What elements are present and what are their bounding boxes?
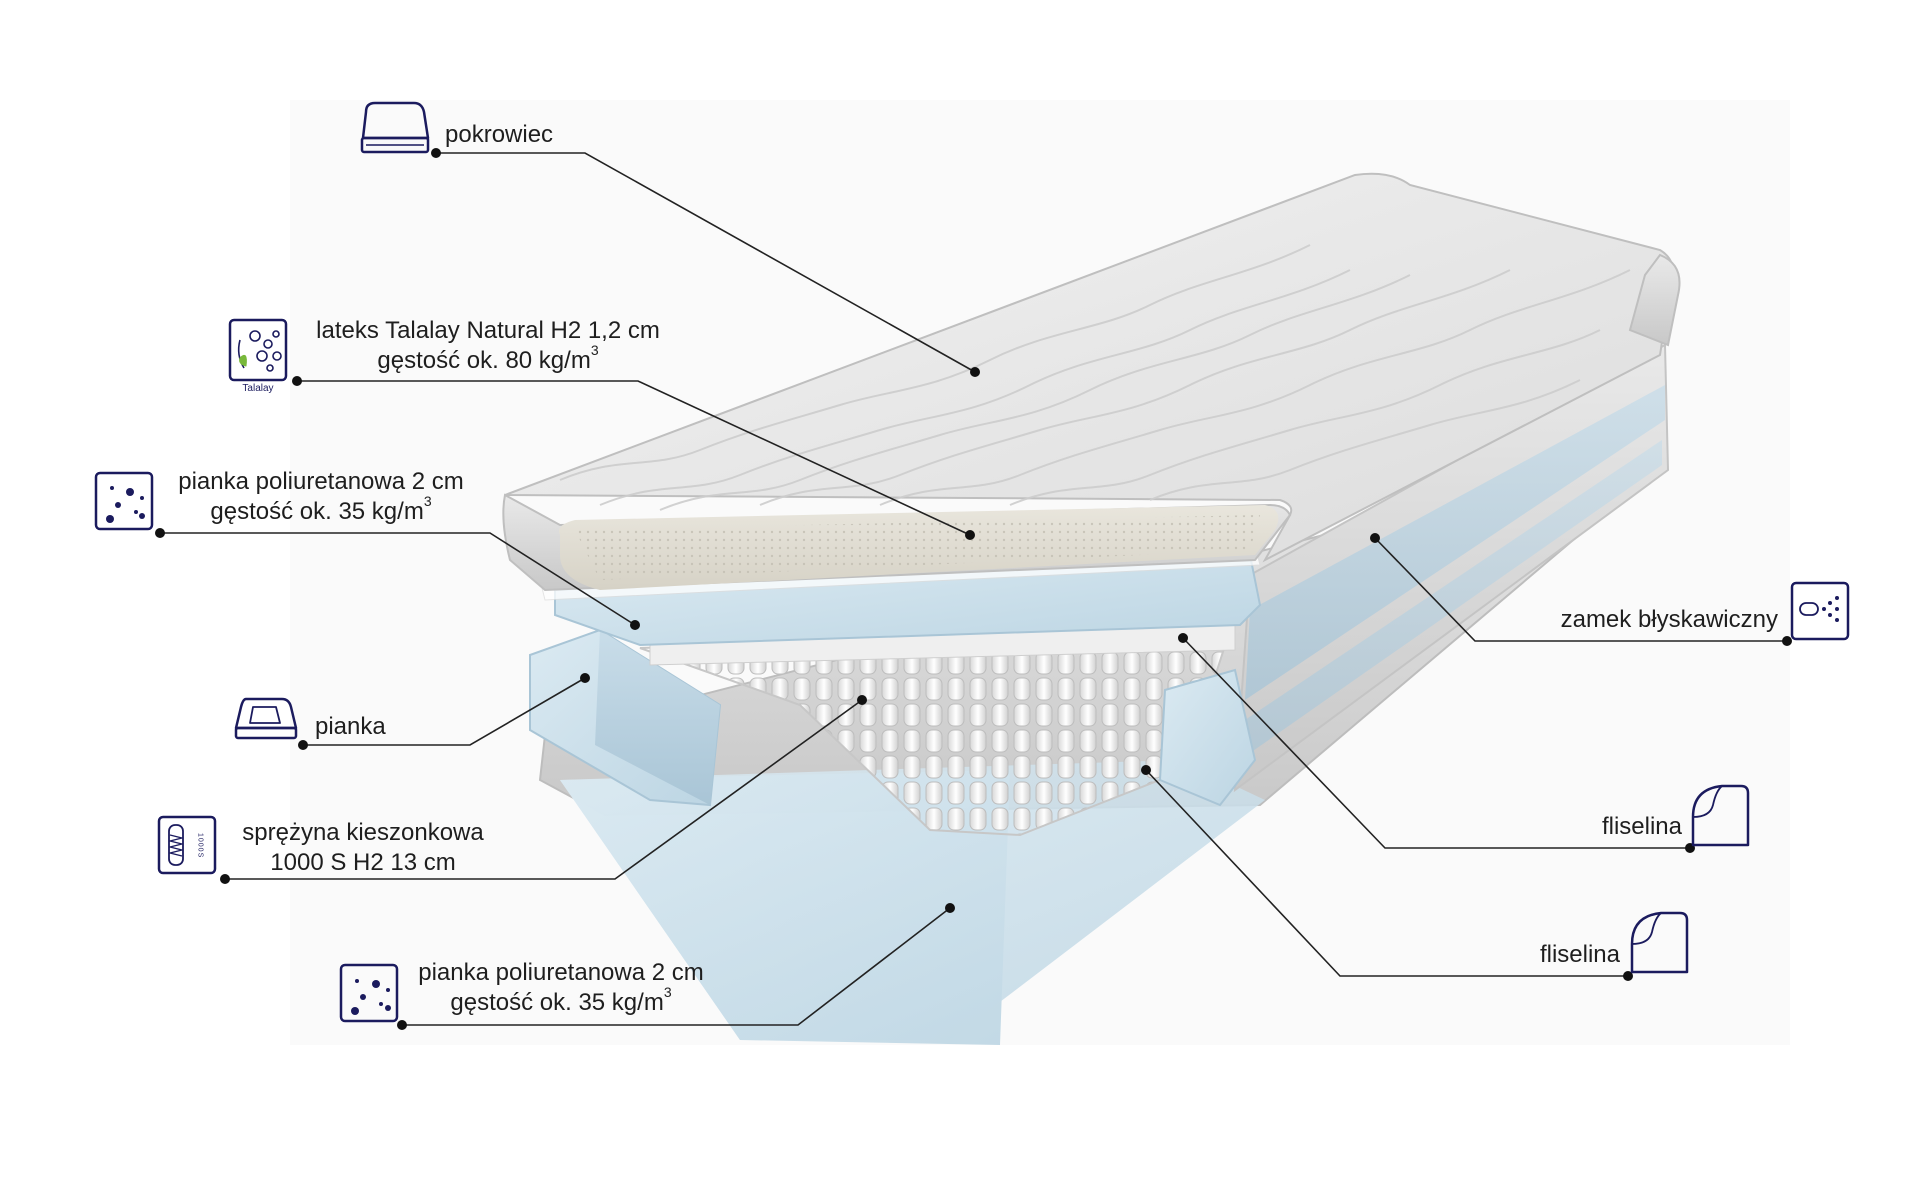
leader-fliselina-1: [1182, 637, 1690, 849]
label-lateks: lateks Talalay Natural H2 1,2 cm gęstość…: [300, 316, 676, 376]
quilting-pattern: [559, 244, 1631, 511]
label-pianka-top-line1: pianka poliuretanowa 2 cm: [178, 468, 464, 495]
pocket-spring-icon: [157, 815, 217, 875]
label-pianka-text: pianka: [315, 713, 386, 740]
label-sprezyna-line2: 1000 S H2 13 cm: [270, 849, 456, 876]
fleece-sheet-icon-2: [1630, 911, 1689, 974]
leader-pianka-top: [160, 532, 636, 626]
mattress-cover-icon: [360, 101, 430, 154]
label-pianka-bottom-line1: pianka poliuretanowa 2 cm: [418, 959, 704, 986]
label-pianka-bottom: pianka poliuretanowa 2 cm gęstość ok. 35…: [408, 958, 714, 1018]
dot-pianka-top-target: [630, 620, 640, 630]
foam-side-stripe: [1245, 385, 1665, 700]
dot-pianka-top-label: [155, 528, 165, 538]
dot-pokrowiec-label: [431, 148, 441, 158]
leader-zamek: [1374, 537, 1787, 642]
dot-sprezyna-label: [220, 874, 230, 884]
dot-pianka-bottom-target: [945, 903, 955, 913]
label-pianka: pianka: [315, 712, 386, 742]
dot-lateks-label: [292, 376, 302, 386]
foam-dots-icon: [94, 471, 154, 531]
dot-fliselina-1-target: [1178, 633, 1188, 643]
dot-pianka-target: [580, 673, 590, 683]
label-pokrowiec-text: pokrowiec: [445, 121, 554, 148]
dot-fliselina-2-target: [1141, 765, 1151, 775]
talalay-badge-text: Talalay: [242, 383, 273, 394]
label-sprezyna: sprężyna kieszonkowa 1000 S H2 13 cm: [228, 818, 498, 878]
label-lateks-line1: lateks Talalay Natural H2 1,2 cm: [316, 317, 660, 344]
leader-sprezyna: [225, 699, 863, 880]
dot-pianka-label: [298, 740, 308, 750]
leader-pokrowiec: [436, 152, 976, 373]
label-pianka-top: pianka poliuretanowa 2 cm gęstość ok. 35…: [168, 467, 474, 527]
label-fliselina-2: fliselina: [1480, 940, 1620, 970]
label-zamek: zamek błyskawiczny: [1500, 605, 1778, 635]
leader-pianka-bottom: [402, 907, 951, 1026]
label-fliselina-1-text: fliselina: [1601, 813, 1682, 840]
label-sprezyna-line1: sprężyna kieszonkowa: [242, 819, 484, 846]
foam-frame-right: [1158, 668, 1257, 807]
spring-icon-text: 1000S: [197, 833, 204, 858]
dot-pianka-bottom-label: [397, 1020, 407, 1030]
leader-dots: [155, 148, 1792, 1030]
leader-pianka: [303, 677, 586, 746]
label-lateks-line2: gęstość ok. 80 kg/m3: [377, 342, 599, 374]
label-pokrowiec: pokrowiec: [445, 120, 553, 150]
label-zamek-text: zamek błyskawiczny: [1560, 606, 1778, 633]
dot-fliselina-2-label: [1623, 971, 1633, 981]
cover-right-end: [1628, 253, 1681, 347]
dot-zamek-label: [1782, 636, 1792, 646]
foam-dots-icon-bottom: [339, 963, 399, 1023]
dot-sprezyna-target: [857, 695, 867, 705]
fleece-sheet-icon: [1691, 784, 1750, 847]
leader-fliselina-2: [1145, 769, 1628, 977]
dot-zamek-target: [1370, 533, 1380, 543]
label-fliselina-2-text: fliselina: [1539, 941, 1620, 968]
dot-lateks-target: [965, 530, 975, 540]
label-pianka-bottom-line2: gęstość ok. 35 kg/m3: [450, 984, 672, 1016]
leader-lateks: [297, 380, 971, 536]
foam-frame-icon: [234, 697, 298, 740]
zipper-icon: [1790, 581, 1850, 641]
label-fliselina-1: fliselina: [1540, 812, 1682, 842]
label-pianka-top-line2: gęstość ok. 35 kg/m3: [210, 493, 432, 525]
latex-talalay-icon: [228, 318, 288, 382]
dot-pokrowiec-target: [970, 367, 980, 377]
leader-lines: [160, 152, 1787, 1026]
